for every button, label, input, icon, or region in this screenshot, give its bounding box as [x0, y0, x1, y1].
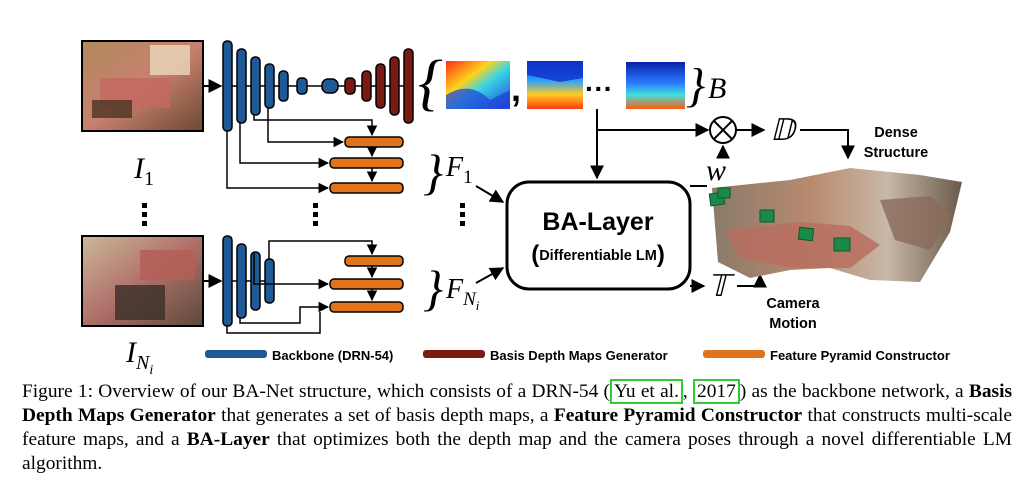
vertical-ellipsis-inputs — [142, 203, 147, 226]
feature-brace-top: } — [423, 144, 443, 200]
input-image-1 — [81, 40, 204, 132]
backbone-encoder-bottom — [222, 235, 275, 327]
legend-item-feature-pyramid: Feature Pyramid Constructor — [703, 348, 950, 363]
caption-after-cite: ) as the backbone network, a — [739, 381, 969, 402]
legend-swatch-backbone — [205, 350, 267, 358]
input-label-n: INi — [125, 336, 153, 375]
citation-author-link[interactable]: Yu et al. — [610, 379, 683, 404]
feature-pyramid-bottom — [329, 255, 404, 313]
weights-label: w — [706, 154, 726, 187]
feature-label-1: F1 — [445, 152, 473, 188]
basis-comma: , — [511, 68, 521, 109]
legend-swatch-feature-pyramid — [703, 350, 765, 358]
caption-bold-feature-pyramid: Feature Pyramid Constructor — [553, 405, 803, 426]
legend-label-feature-pyramid: Feature Pyramid Constructor — [770, 348, 950, 363]
basis-open-brace: { — [418, 49, 443, 117]
ba-net-diagram: I1 INi — [81, 40, 962, 375]
input-image-n — [81, 235, 204, 327]
legend-item-backbone: Backbone (DRN-54) — [205, 348, 393, 363]
ba-layer-title: BA-Layer — [542, 208, 653, 236]
legend-item-basis: Basis Depth Maps Generator — [423, 348, 668, 363]
feature-brace-bottom: } — [423, 260, 443, 316]
caption-prefix: Figure 1: Overview of our BA-Net structu… — [22, 381, 611, 402]
legend-label-basis: Basis Depth Maps Generator — [490, 348, 668, 363]
caption-mid-1: that generates a set of basis depth maps… — [215, 405, 554, 426]
basis-label: B — [708, 72, 726, 105]
ba-layer-subtitle: (Differentiable LM) — [531, 241, 665, 268]
output-arrows — [690, 123, 855, 293]
vertical-ellipsis-backbone — [313, 203, 318, 226]
dense-reconstruction — [708, 168, 962, 282]
ba-layer-input-arrows — [475, 109, 710, 284]
otimes-node — [709, 116, 737, 144]
caption-bold-basis: Basis Depth Maps Generator — [22, 381, 1012, 426]
feature-pyramid-top — [329, 136, 404, 194]
feature-skip-connections-top — [226, 108, 378, 194]
caption-mid-2: that constructs multi-scale feature maps… — [22, 405, 1012, 450]
citation-year-link[interactable]: 2017 — [693, 379, 740, 404]
basis-ellipsis: ··· — [585, 73, 613, 104]
feature-skip-connections-bottom — [226, 240, 378, 334]
depth-output-symbol: 𝔻 — [770, 114, 798, 147]
basis-depth-map-2 — [527, 61, 583, 109]
basis-depth-map-1 — [446, 61, 510, 109]
backbone-bottleneck-top — [321, 78, 345, 94]
basis-depth-map-n — [626, 62, 685, 109]
input-label-1: I1 — [133, 152, 154, 190]
basis-depth-generator — [344, 48, 414, 124]
legend-label-backbone: Backbone (DRN-54) — [272, 348, 393, 363]
backbone-encoder-top — [222, 40, 322, 132]
figure-caption: Figure 1: Overview of our BA-Net structu… — [22, 379, 1012, 474]
motion-output-symbol: 𝕋 — [708, 270, 735, 303]
vertical-ellipsis-features — [460, 203, 465, 226]
caption-suffix: that optimizes both the depth map and th… — [22, 429, 1012, 474]
ba-layer-box: BA-Layer (Differentiable LM) — [505, 180, 692, 291]
feature-label-n: FNi — [445, 274, 480, 313]
legend: Backbone (DRN-54) Basis Depth Maps Gener… — [205, 348, 950, 363]
basis-close-brace: } — [686, 59, 705, 112]
legend-swatch-basis — [423, 350, 485, 358]
caption-bold-ba-layer: BA-Layer — [186, 429, 270, 450]
